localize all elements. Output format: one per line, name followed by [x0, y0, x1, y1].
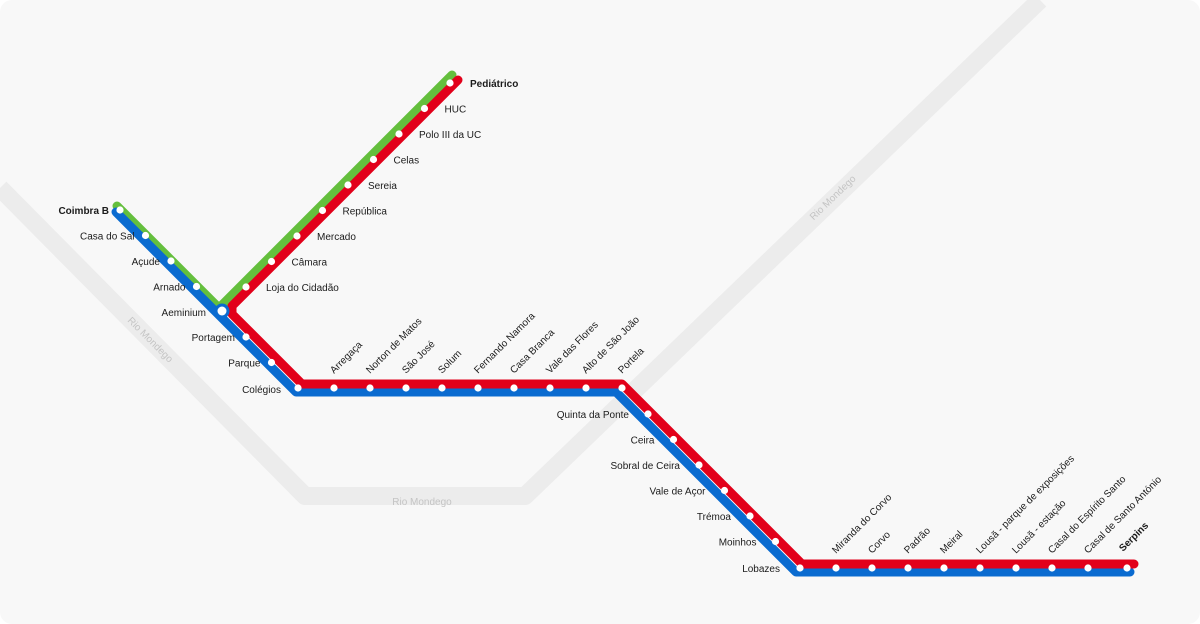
- station-dot: [1048, 564, 1056, 572]
- station-dot: [369, 155, 378, 164]
- station-dot: [167, 257, 175, 265]
- station-dot: [344, 181, 352, 189]
- station-casa-do-sal[interactable]: Casa do Sal: [80, 231, 150, 243]
- station-dot: [546, 384, 554, 392]
- station-label: Casa do Sal: [80, 232, 134, 243]
- station-label: Açude: [132, 257, 161, 268]
- station-dot: [402, 384, 410, 392]
- station-camara[interactable]: Câmara: [267, 257, 328, 269]
- station-colegios[interactable]: Colégios: [242, 384, 302, 396]
- station-portagem[interactable]: Portagem: [192, 333, 250, 344]
- station-celas[interactable]: Celas: [369, 155, 420, 167]
- station-label: Polo III da UC: [419, 130, 481, 141]
- station-label: Lobazes: [742, 564, 780, 575]
- station-dot: [192, 282, 201, 291]
- station-dot: [395, 130, 403, 138]
- station-dot: [267, 358, 276, 367]
- station-dot: [438, 384, 446, 392]
- station-dot-inner: [217, 306, 227, 316]
- station-label: Coimbra B: [58, 206, 109, 217]
- station-quinta-da-ponte[interactable]: Quinta da Ponte: [557, 410, 652, 421]
- station-dot: [510, 384, 518, 392]
- station-dot: [976, 564, 984, 572]
- station-aeminium[interactable]: Aeminium: [162, 303, 230, 320]
- station-label: República: [343, 207, 388, 218]
- river-label: Rio Mondego: [392, 497, 452, 508]
- station-dot: [695, 461, 703, 469]
- station-dot: [796, 564, 804, 572]
- station-label: Ceira: [631, 436, 655, 447]
- station-label: Câmara: [292, 258, 328, 269]
- station-label: Vale de Açor: [650, 487, 707, 498]
- station-loja-do-cidadao[interactable]: Loja do Cidadão: [242, 283, 339, 294]
- station-ceira[interactable]: Ceira: [631, 436, 678, 447]
- station-moinhos[interactable]: Moinhos: [719, 537, 780, 549]
- station-dot: [582, 384, 590, 392]
- station-label: Portagem: [192, 333, 235, 344]
- station-lobazes[interactable]: Lobazes: [742, 564, 804, 575]
- station-dot: [474, 384, 482, 392]
- station-dot: [446, 79, 454, 87]
- station-dot: [868, 564, 876, 572]
- station-polo-iii-da-uc[interactable]: Polo III da UC: [395, 130, 481, 141]
- station-pediatrico[interactable]: Pediátrico: [446, 79, 518, 90]
- line-red: [227, 75, 1139, 569]
- station-sobral-de-ceira[interactable]: Sobral de Ceira: [611, 461, 703, 472]
- station-dot: [746, 512, 754, 520]
- station-sereia[interactable]: Sereia: [344, 181, 397, 192]
- station-dot: [141, 231, 150, 240]
- station-dot: [1084, 564, 1092, 572]
- station-dot: [832, 564, 840, 572]
- river-mondego: [0, 0, 1047, 505]
- station-label: Celas: [394, 156, 420, 167]
- station-label: Mercado: [317, 232, 356, 243]
- station-vale-de-acor[interactable]: Vale de Açor: [650, 487, 729, 498]
- station-dot: [242, 333, 250, 341]
- station-label: Parque: [228, 359, 261, 370]
- station-dot: [618, 384, 626, 392]
- station-dot: [720, 486, 729, 495]
- station-dot: [294, 384, 302, 392]
- station-label: Sobral de Ceira: [611, 461, 681, 472]
- station-dot: [366, 384, 374, 392]
- station-acude[interactable]: Açude: [132, 257, 175, 268]
- station-dot: [420, 104, 429, 113]
- station-coimbra-b[interactable]: Coimbra B: [58, 206, 124, 217]
- station-dot: [267, 257, 276, 266]
- station-label: Pediátrico: [470, 79, 518, 90]
- station-dot: [644, 410, 652, 418]
- station-dot: [904, 564, 912, 572]
- station-label: Loja do Cidadão: [266, 283, 339, 294]
- station-dot: [940, 564, 948, 572]
- station-label: HUC: [445, 105, 467, 116]
- station-dot: [669, 435, 678, 444]
- station-label: Aeminium: [162, 308, 206, 319]
- station-dot: [1123, 564, 1131, 572]
- station-dot: [293, 232, 301, 240]
- station-arnado[interactable]: Arnado: [153, 282, 201, 294]
- station-label: Quinta da Ponte: [557, 410, 630, 421]
- station-label: Trémoa: [697, 512, 732, 523]
- station-dot: [771, 537, 780, 546]
- station-label: Colégios: [242, 385, 281, 396]
- station-dot: [242, 283, 250, 291]
- station-huc[interactable]: HUC: [420, 104, 467, 116]
- station-dot: [1012, 564, 1020, 572]
- station-mercado[interactable]: Mercado: [293, 232, 356, 243]
- station-label: Moinhos: [719, 538, 757, 549]
- station-dot: [318, 206, 327, 215]
- station-dot: [330, 384, 338, 392]
- station-label: Arnado: [153, 283, 186, 294]
- station-parque[interactable]: Parque: [228, 358, 276, 370]
- station-dot: [116, 206, 124, 214]
- line-blue: [111, 207, 1135, 577]
- station-republica[interactable]: República: [318, 206, 388, 218]
- station-tremoa[interactable]: Trémoa: [697, 512, 754, 523]
- station-label: Sereia: [368, 181, 397, 192]
